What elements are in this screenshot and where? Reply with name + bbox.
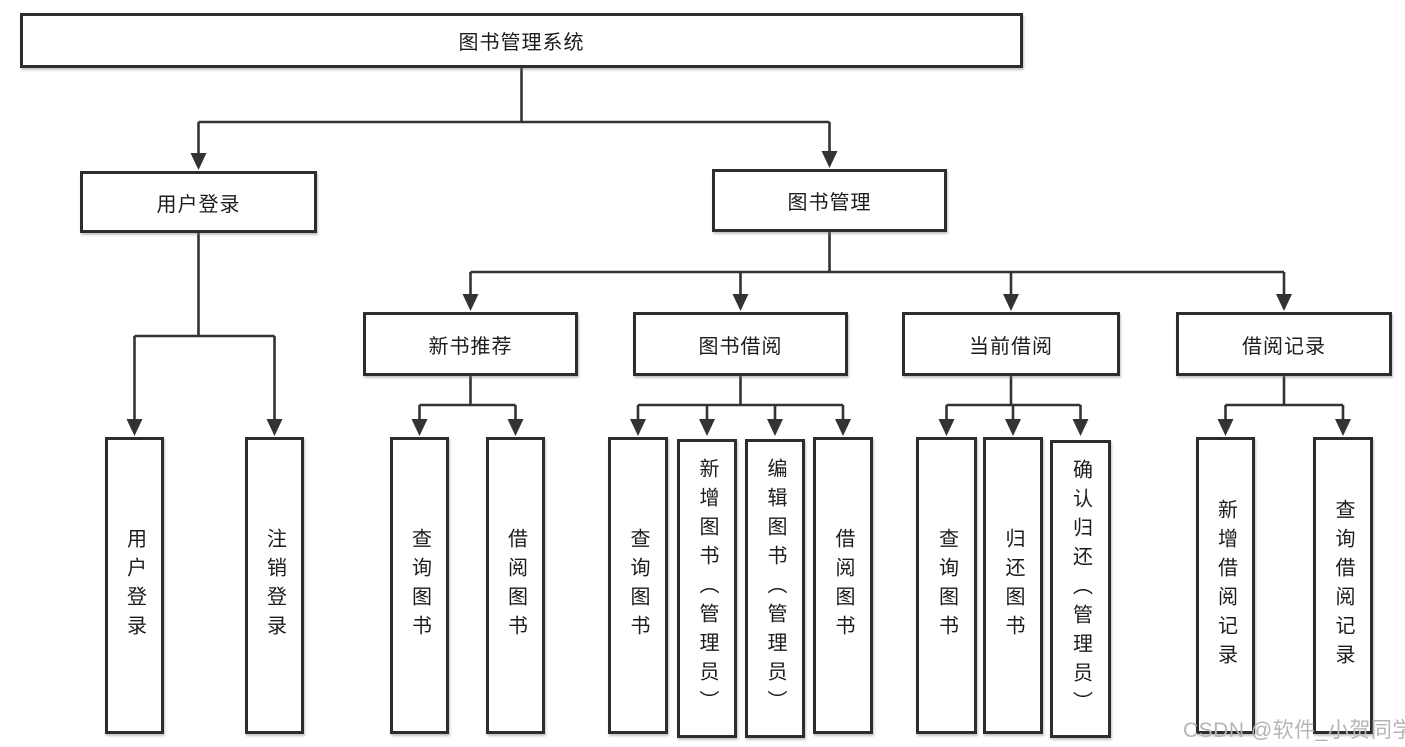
leaf-query-books: 查询图书: [916, 437, 977, 734]
node-label: 编辑图书（管理员）: [764, 458, 786, 719]
node-current-borrowing: 当前借阅: [902, 312, 1120, 376]
node-label: 借阅记录: [1242, 335, 1326, 358]
node-label: 图书管理系统: [458, 32, 585, 54]
node-label: 查询图书: [408, 527, 431, 644]
leaf-add-book-admin: 新增图书（管理员）: [677, 439, 737, 738]
leaf-query-books: 查询图书: [608, 437, 668, 734]
node-borrowing-records: 借阅记录: [1176, 312, 1392, 376]
leaf-add-borrow-record: 新增借阅记录: [1196, 437, 1255, 734]
node-label: 查询借阅记录: [1332, 498, 1354, 673]
node-label: 查询图书: [935, 527, 958, 644]
leaf-borrow-books: 借阅图书: [486, 437, 545, 734]
leaf-return-book: 归还图书: [983, 437, 1043, 734]
node-label: 查询图书: [627, 527, 649, 644]
node-label: 新增图书（管理员）: [696, 458, 718, 719]
node-label: 确认归还（管理员）: [1069, 458, 1092, 720]
node-label: 用户登录: [123, 527, 146, 644]
leaf-edit-book-admin: 编辑图书（管理员）: [745, 439, 805, 738]
node-library-management-system: 图书管理系统: [20, 13, 1023, 68]
node-label: 新书推荐: [428, 335, 513, 358]
leaf-user-login: 用户登录: [105, 437, 164, 734]
leaf-borrow-books: 借阅图书: [813, 437, 873, 734]
node-book-management: 图书管理: [712, 169, 947, 232]
node-label: 图书管理: [787, 192, 872, 214]
node-book-borrowing: 图书借阅: [633, 312, 848, 376]
leaf-confirm-return-admin: 确认归还（管理员）: [1050, 440, 1111, 738]
node-label: 新增借阅记录: [1214, 498, 1237, 673]
node-label: 注销登录: [263, 527, 286, 644]
node-label: 借阅图书: [504, 527, 527, 644]
node-label: 图书借阅: [698, 335, 783, 358]
node-label: 用户登录: [156, 193, 241, 216]
node-label: 当前借阅: [969, 335, 1053, 358]
node-new-book-recommendation: 新书推荐: [363, 312, 578, 376]
leaf-logout: 注销登录: [245, 437, 304, 734]
node-label: 借阅图书: [832, 527, 854, 644]
csdn-watermark: CSDN @软件_小贺同学: [1183, 719, 1405, 742]
leaf-query-books: 查询图书: [390, 437, 449, 734]
node-user-login: 用户登录: [80, 171, 317, 233]
node-label: 归还图书: [1002, 527, 1024, 644]
leaf-query-borrow-record: 查询借阅记录: [1313, 437, 1373, 734]
